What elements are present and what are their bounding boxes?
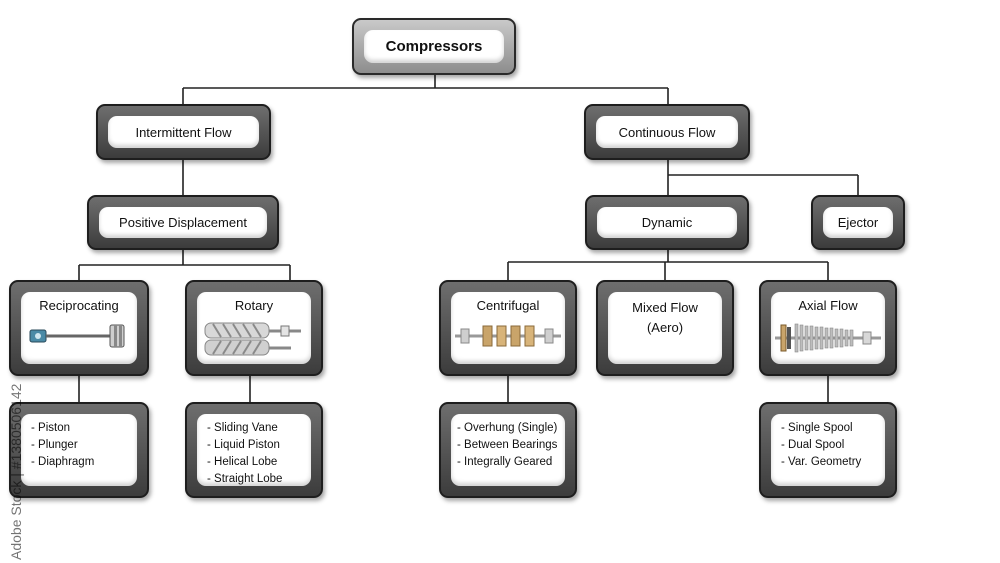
- ejector-label: Ejector: [837, 215, 879, 230]
- rotary-node: Rotary: [185, 280, 323, 376]
- reciprocating-node-face: Reciprocating: [21, 292, 137, 364]
- axial-types-face: - Single Spool - Dual Spool - Var. Geome…: [771, 414, 885, 486]
- mixed-flow-node: Mixed Flow (Aero): [596, 280, 734, 376]
- continuous-flow-label: Continuous Flow: [618, 124, 716, 140]
- reciprocating-type-item: - Piston: [31, 422, 70, 434]
- rotary-label: Rotary: [234, 298, 274, 313]
- mixed-flow-label: Mixed Flow (Aero): [632, 300, 698, 335]
- rotary-node-face: Rotary: [197, 292, 311, 364]
- axial-flow-node: Axial Flow: [759, 280, 897, 376]
- axial-rotor-illustration: [775, 323, 881, 353]
- axial-type-item: - Single Spool: [781, 422, 853, 434]
- centrifugal-type-item: - Integrally Geared: [457, 456, 553, 468]
- centrifugal-type-item: - Between Bearings: [457, 439, 558, 451]
- reciprocating-node: Reciprocating: [9, 280, 149, 376]
- centrifugal-node: Centrifugal: [439, 280, 577, 376]
- reciprocating-label: Reciprocating: [39, 298, 119, 313]
- intermittent-flow-label: Intermittent Flow: [135, 124, 232, 140]
- centrifugal-types-face: - Overhung (Single) - Between Bearings -…: [451, 414, 565, 486]
- axial-flow-label: Axial Flow: [798, 298, 858, 313]
- axial-type-item: - Dual Spool: [781, 439, 845, 451]
- reciprocating-type-item: - Diaphragm: [31, 456, 95, 468]
- mixed-flow-node-face: Mixed Flow (Aero): [608, 292, 722, 364]
- compressors-node-face: Compressors: [364, 30, 504, 63]
- rotary-type-item: - Sliding Vane: [207, 422, 278, 434]
- ejector-node-face: Ejector: [823, 207, 893, 238]
- reciprocating-types-node: - Piston - Plunger - Diaphragm: [9, 402, 149, 498]
- centrifugal-node-face: Centrifugal: [451, 292, 565, 364]
- compressors-label: Compressors: [385, 38, 483, 55]
- rotary-screw-illustration: [204, 322, 301, 356]
- centrifugal-impeller-illustration: [455, 325, 561, 347]
- continuous-flow-node: Continuous Flow: [584, 104, 750, 160]
- continuous-flow-node-face: Continuous Flow: [596, 116, 738, 148]
- positive-displacement-node-face: Positive Displacement: [99, 207, 267, 238]
- centrifugal-type-item: - Overhung (Single): [457, 422, 558, 434]
- compressors-node: Compressors: [352, 18, 516, 75]
- rotary-type-item: - Helical Lobe: [207, 456, 278, 468]
- ejector-node: Ejector: [811, 195, 905, 250]
- intermittent-flow-node-face: Intermittent Flow: [108, 116, 259, 148]
- centrifugal-label: Centrifugal: [476, 298, 540, 313]
- rotary-type-item: - Straight Lobe: [207, 473, 283, 485]
- axial-flow-node-face: Axial Flow: [771, 292, 885, 364]
- rotary-type-item: - Liquid Piston: [207, 439, 280, 451]
- reciprocating-type-item: - Plunger: [31, 439, 78, 451]
- intermittent-flow-node: Intermittent Flow: [96, 104, 271, 160]
- positive-displacement-node: Positive Displacement: [87, 195, 279, 250]
- axial-type-item: - Var. Geometry: [781, 456, 862, 468]
- dynamic-node: Dynamic: [585, 195, 749, 250]
- axial-types-node: - Single Spool - Dual Spool - Var. Geome…: [759, 402, 897, 498]
- rotary-types-face: - Sliding Vane - Liquid Piston - Helical…: [197, 414, 311, 486]
- reciprocating-types-face: - Piston - Plunger - Diaphragm: [21, 414, 137, 486]
- centrifugal-types-node: - Overhung (Single) - Between Bearings -…: [439, 402, 577, 498]
- dynamic-node-face: Dynamic: [597, 207, 737, 238]
- stock-watermark: Adobe Stock | #1380506142: [8, 383, 24, 560]
- rotary-types-node: - Sliding Vane - Liquid Piston - Helical…: [185, 402, 323, 498]
- positive-displacement-label: Positive Displacement: [119, 215, 247, 230]
- reciprocating-compressor-illustration: [29, 324, 125, 348]
- dynamic-label: Dynamic: [641, 215, 693, 230]
